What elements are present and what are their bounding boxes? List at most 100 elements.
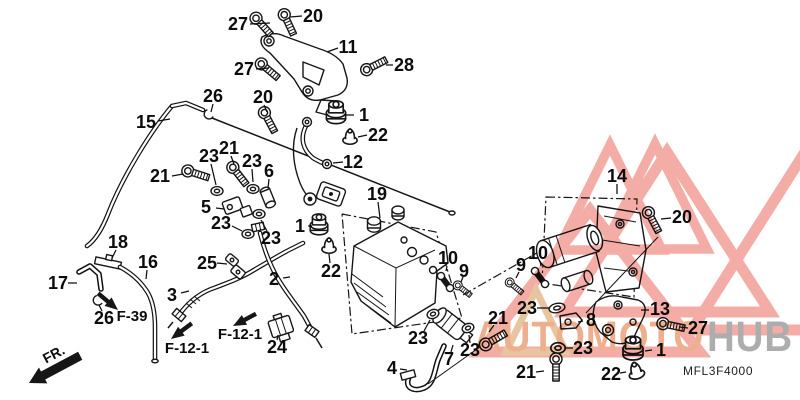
callout-number: 12 bbox=[343, 152, 363, 172]
callout-number: 9 bbox=[459, 261, 469, 281]
leader-line bbox=[468, 334, 471, 344]
callout-number: 15 bbox=[136, 112, 156, 132]
bolt-20 bbox=[275, 6, 300, 38]
cap-22 bbox=[625, 359, 647, 382]
leader-line bbox=[423, 319, 431, 332]
callout-number: 27 bbox=[234, 59, 254, 79]
leader-line bbox=[157, 118, 171, 122]
modulator-19 bbox=[341, 205, 463, 335]
reference-label: F-12-1 bbox=[165, 340, 209, 357]
leader-line bbox=[328, 253, 331, 264]
cap-22 bbox=[342, 127, 358, 146]
callout-number: 23 bbox=[408, 328, 428, 348]
callout-number: 3 bbox=[167, 285, 177, 305]
leader-line bbox=[98, 304, 103, 312]
reference-labels-layer: F-39F-12-1F-12-1 bbox=[117, 308, 263, 357]
leader-line bbox=[332, 161, 344, 164]
connector-24 bbox=[267, 312, 295, 343]
grommet-1 bbox=[325, 99, 347, 125]
callout-number: 18 bbox=[108, 232, 128, 252]
reference-label: F-12-1 bbox=[218, 326, 262, 343]
callout-number: 23 bbox=[211, 213, 231, 233]
callout-number: 4 bbox=[387, 358, 397, 378]
leader-line bbox=[263, 104, 268, 113]
leader-line bbox=[515, 271, 520, 279]
leader-line bbox=[445, 265, 448, 272]
joint-6 bbox=[259, 186, 277, 209]
sensor-7 bbox=[432, 307, 474, 344]
callout-number: 19 bbox=[367, 184, 387, 204]
leader-line bbox=[255, 67, 270, 70]
leader-line bbox=[210, 163, 217, 186]
diagram-code: MFL3F4000 bbox=[683, 364, 753, 378]
callout-number: 11 bbox=[338, 37, 357, 57]
callout-number: 24 bbox=[267, 337, 287, 357]
callout-number: 7 bbox=[444, 349, 454, 369]
callout-number: 2 bbox=[269, 269, 279, 289]
bolt-28 bbox=[357, 53, 390, 79]
leader-line bbox=[289, 15, 303, 18]
watermark-triangle bbox=[681, 149, 800, 336]
bolt-20 bbox=[255, 103, 281, 136]
watermark-triangle bbox=[468, 201, 712, 358]
callout-number: 1 bbox=[295, 216, 305, 236]
leader-line bbox=[180, 290, 190, 294]
leader-line bbox=[267, 178, 270, 189]
callout-number: 27 bbox=[228, 14, 248, 34]
callout-number: 21 bbox=[219, 138, 239, 158]
callout-number: 6 bbox=[264, 161, 274, 181]
callout-number: 16 bbox=[138, 252, 158, 272]
leader-line bbox=[326, 47, 339, 53]
cap-22 bbox=[321, 236, 337, 255]
watermark-triangle-tan bbox=[500, 281, 572, 356]
bolt-21 bbox=[179, 162, 212, 185]
reference-label: F-39 bbox=[117, 308, 148, 325]
leader-line bbox=[260, 219, 268, 232]
callout-number: 22 bbox=[321, 261, 341, 281]
callout-number: 1 bbox=[359, 105, 369, 125]
joint-18 bbox=[93, 253, 123, 270]
leader-line bbox=[450, 344, 454, 353]
leader-line bbox=[249, 22, 271, 25]
washer-23 bbox=[210, 185, 224, 197]
leader-line bbox=[145, 269, 148, 280]
callout-number: 23 bbox=[199, 146, 219, 166]
watermark-text-secondary: HUB bbox=[707, 313, 793, 361]
leader-line bbox=[251, 168, 254, 183]
grommet-1 bbox=[309, 213, 329, 236]
mount-5 bbox=[221, 196, 253, 218]
callout-number: 9 bbox=[516, 255, 526, 275]
leader-line bbox=[399, 368, 408, 371]
leader-line bbox=[660, 217, 672, 220]
callout-number: 28 bbox=[394, 55, 414, 75]
washer-23 bbox=[241, 228, 255, 240]
callout-number: 21 bbox=[516, 362, 536, 382]
leader-line bbox=[216, 262, 228, 265]
callout-number: 22 bbox=[601, 364, 621, 384]
fr-direction-arrow: FR. bbox=[29, 342, 83, 384]
leader-line bbox=[215, 207, 225, 210]
leader-line bbox=[111, 249, 117, 259]
callout-number: 10 bbox=[438, 248, 458, 268]
leader-line bbox=[535, 370, 545, 373]
watermark: AUTOMOTO HUB bbox=[468, 133, 800, 361]
leader-line bbox=[282, 276, 291, 279]
callout-number: 23 bbox=[242, 151, 262, 171]
watermark-text-primary: AUTOMOTO bbox=[474, 313, 704, 361]
leader-line bbox=[276, 334, 279, 341]
watermark-triangle bbox=[595, 133, 715, 254]
callout-number: 26 bbox=[94, 308, 114, 328]
callout-number: 5 bbox=[201, 197, 211, 217]
brake-pipe-16 bbox=[117, 264, 159, 364]
leader-line bbox=[171, 173, 184, 177]
callout-number: 23 bbox=[261, 228, 281, 248]
callout-number: 26 bbox=[203, 86, 223, 106]
clamp-25 bbox=[224, 253, 246, 280]
hose-17 bbox=[76, 263, 104, 292]
callout-number: 8 bbox=[586, 310, 596, 330]
leader-line bbox=[377, 201, 381, 219]
leader-line bbox=[231, 225, 243, 232]
